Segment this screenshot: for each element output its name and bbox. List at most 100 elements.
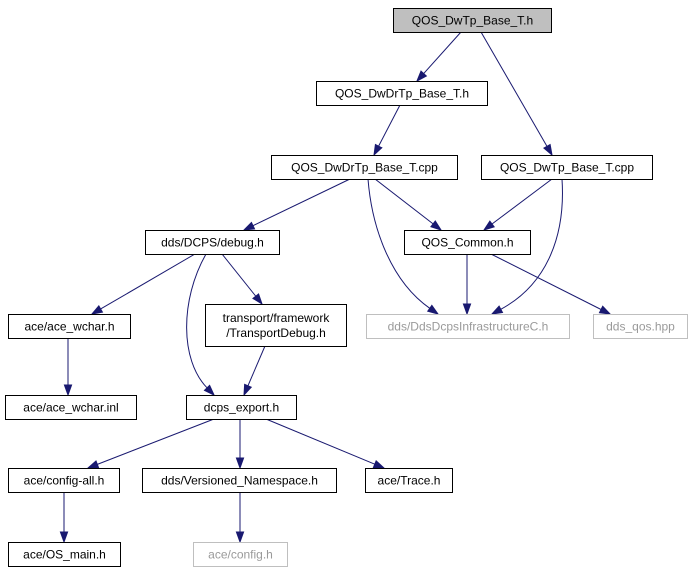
- node-label: transport/framework: [223, 311, 331, 325]
- edge-qos_dwdrtp_base_t_cpp-to-qos_common_h: [374, 178, 443, 231]
- node-box: [316, 81, 488, 106]
- node-ace_os_main_h[interactable]: ace/OS_main.h: [8, 542, 121, 567]
- node-qos_dwtp_base_t_cpp[interactable]: QOS_DwTp_Base_T.cpp: [481, 155, 653, 180]
- arrow-head: [86, 460, 100, 469]
- edge-line: [265, 418, 375, 465]
- edge-qos_dwdrtp_base_t_cpp-to-dds_ddsdcpsinfrastructurec_h: [367, 178, 440, 315]
- edge-line: [490, 253, 602, 310]
- arrow-head: [490, 305, 504, 315]
- edge-line: [491, 178, 553, 225]
- node-box: [366, 314, 570, 339]
- node-box: [8, 542, 121, 567]
- edge-ace_ace_wchar_h-to-ace_ace_wchar_inl: [63, 338, 73, 397]
- node-label: /TransportDebug.h: [226, 326, 326, 340]
- arrow-head: [373, 143, 383, 157]
- arrow-head: [242, 221, 256, 231]
- edge-dds_dcps_debug_h-to-transport_framework_transportdebug_h: [221, 253, 263, 306]
- node-box: [193, 542, 288, 567]
- node-dds_qos_hpp[interactable]: dds_qos.hpp: [593, 314, 688, 339]
- node-label: QOS_DwDrTp_Base_T.h: [335, 87, 469, 101]
- arrow-head: [598, 305, 612, 315]
- node-ace_trace_h[interactable]: ace/Trace.h: [365, 468, 453, 493]
- edge-dcps_export_h-to-ace_config_all_h: [86, 418, 215, 469]
- arrow-head: [63, 384, 73, 397]
- edge-qos_dwdrtp_base_t_cpp-to-dds_dcps_debug_h: [242, 178, 351, 231]
- arrow-head: [203, 384, 216, 397]
- node-dcps_export_h[interactable]: dcps_export.h: [186, 395, 297, 420]
- node-box: [142, 468, 337, 493]
- node-box: [145, 230, 280, 255]
- edge-qos_common_h-to-dds_ddsdcpsinfrastructurec_h: [462, 254, 472, 316]
- arrow-head: [235, 457, 245, 470]
- edge-line: [374, 178, 434, 225]
- edge-qos_common_h-to-dds_qos_hpp: [490, 253, 612, 315]
- node-qos_common_h[interactable]: QOS_Common.h: [404, 230, 531, 255]
- node-label: dds/DCPS/debug.h: [161, 236, 264, 250]
- arrow-head: [430, 220, 443, 231]
- edge-line: [100, 253, 196, 310]
- node-box: [5, 395, 137, 420]
- node-label: dcps_export.h: [204, 401, 279, 415]
- arrow-head: [416, 70, 428, 83]
- edge-ace_config_all_h-to-ace_os_main_h: [59, 492, 69, 544]
- node-label: ace/Trace.h: [378, 474, 441, 488]
- edge-qos_dwdrtp_base_t_h-to-qos_dwdrtp_base_t_cpp: [373, 104, 401, 157]
- arrow-head: [90, 304, 104, 315]
- node-dds_dcps_debug_h[interactable]: dds/DCPS/debug.h: [145, 230, 280, 255]
- arrow-head: [482, 220, 495, 231]
- arrow-head: [252, 293, 263, 306]
- node-dds_versioned_namespace_h[interactable]: dds/Versioned_Namespace.h: [142, 468, 337, 493]
- edge-dcps_export_h-to-dds_versioned_namespace_h: [235, 419, 245, 470]
- node-label: dds_qos.hpp: [606, 320, 675, 334]
- edge-line: [423, 31, 462, 74]
- edge-line: [500, 178, 563, 310]
- arrow-head: [243, 383, 253, 397]
- edge-line: [221, 253, 257, 297]
- edges-layer: [59, 31, 612, 544]
- edge-dds_dcps_debug_h-to-ace_ace_wchar_h: [90, 253, 196, 315]
- edge-line: [186, 253, 208, 389]
- edge-qos_dwtp_base_t_h-to-qos_dwdrtp_base_t_h: [416, 31, 462, 83]
- arrow-head: [426, 304, 440, 315]
- node-box: [205, 304, 347, 347]
- node-label: ace/ace_wchar.h: [24, 320, 114, 334]
- node-box: [404, 230, 531, 255]
- edge-qos_dwtp_base_t_h-to-qos_dwtp_base_t_cpp: [480, 31, 553, 157]
- edge-dds_dcps_debug_h-to-dcps_export_h: [186, 253, 216, 397]
- edge-qos_dwtp_base_t_cpp-to-qos_common_h: [482, 178, 553, 231]
- node-box: [393, 8, 552, 33]
- node-label: QOS_DwDrTp_Base_T.cpp: [291, 161, 438, 175]
- arrow-head: [235, 531, 245, 544]
- node-label: ace/config-all.h: [24, 474, 105, 488]
- arrow-head: [462, 303, 472, 316]
- node-ace_ace_wchar_h[interactable]: ace/ace_wchar.h: [8, 314, 131, 339]
- node-ace_ace_wchar_inl[interactable]: ace/ace_wchar.inl: [5, 395, 137, 420]
- node-qos_dwtp_base_t_h[interactable]: QOS_DwTp_Base_T.h: [393, 8, 552, 33]
- edge-dcps_export_h-to-ace_trace_h: [265, 418, 386, 469]
- nodes-layer: QOS_DwTp_Base_T.hQOS_DwDrTp_Base_T.hQOS_…: [5, 8, 688, 567]
- node-box: [365, 468, 453, 493]
- node-label: QOS_Common.h: [421, 236, 513, 250]
- edge-line: [378, 104, 401, 147]
- edge-transport_framework_transportdebug_h-to-dcps_export_h: [243, 345, 266, 397]
- node-box: [8, 468, 120, 493]
- node-box: [8, 314, 131, 339]
- node-ace_config_all_h[interactable]: ace/config-all.h: [8, 468, 120, 493]
- node-label: ace/config.h: [208, 548, 273, 562]
- node-dds_ddsdcpsinfrastructurec_h[interactable]: dds/DdsDcpsInfrastructureC.h: [366, 314, 570, 339]
- node-ace_config_h[interactable]: ace/config.h: [193, 542, 288, 567]
- node-qos_dwdrtp_base_t_h[interactable]: QOS_DwDrTp_Base_T.h: [316, 81, 488, 106]
- edge-qos_dwtp_base_t_cpp-to-dds_ddsdcpsinfrastructurec_h: [490, 178, 563, 315]
- node-qos_dwdrtp_base_t_cpp[interactable]: QOS_DwDrTp_Base_T.cpp: [271, 155, 458, 180]
- edge-line: [247, 345, 266, 387]
- arrow-head: [59, 531, 69, 544]
- edge-line: [367, 178, 431, 309]
- arrow-head: [372, 459, 386, 469]
- node-box: [593, 314, 688, 339]
- edge-line: [97, 418, 215, 465]
- arrow-head: [543, 143, 553, 157]
- node-transport_framework_transportdebug_h[interactable]: transport/framework/TransportDebug.h: [205, 304, 347, 347]
- node-box: [186, 395, 297, 420]
